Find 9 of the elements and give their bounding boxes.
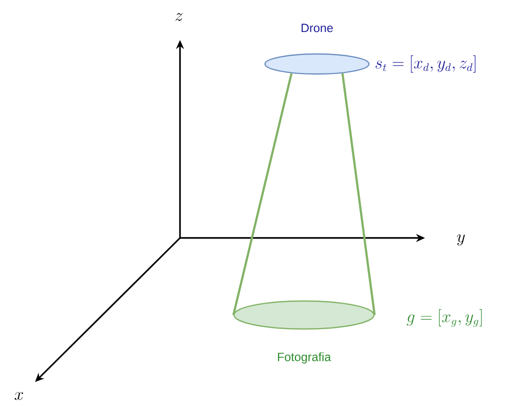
- ellipse-label: Drone: [302, 24, 333, 32]
- line: [232, 73, 293, 316]
- axis-label: $z$: [175, 13, 183, 21]
- formula: $g = [x_g, y_g]$: [406, 309, 482, 327]
- axis-label: $y$: [457, 234, 465, 246]
- ellipse-label: Fotografia: [278, 352, 331, 364]
- line: [341, 73, 376, 316]
- axis-label: $x$: [14, 392, 24, 400]
- formula: $s_t = [x_d, y_d, z_d]$: [376, 55, 476, 73]
